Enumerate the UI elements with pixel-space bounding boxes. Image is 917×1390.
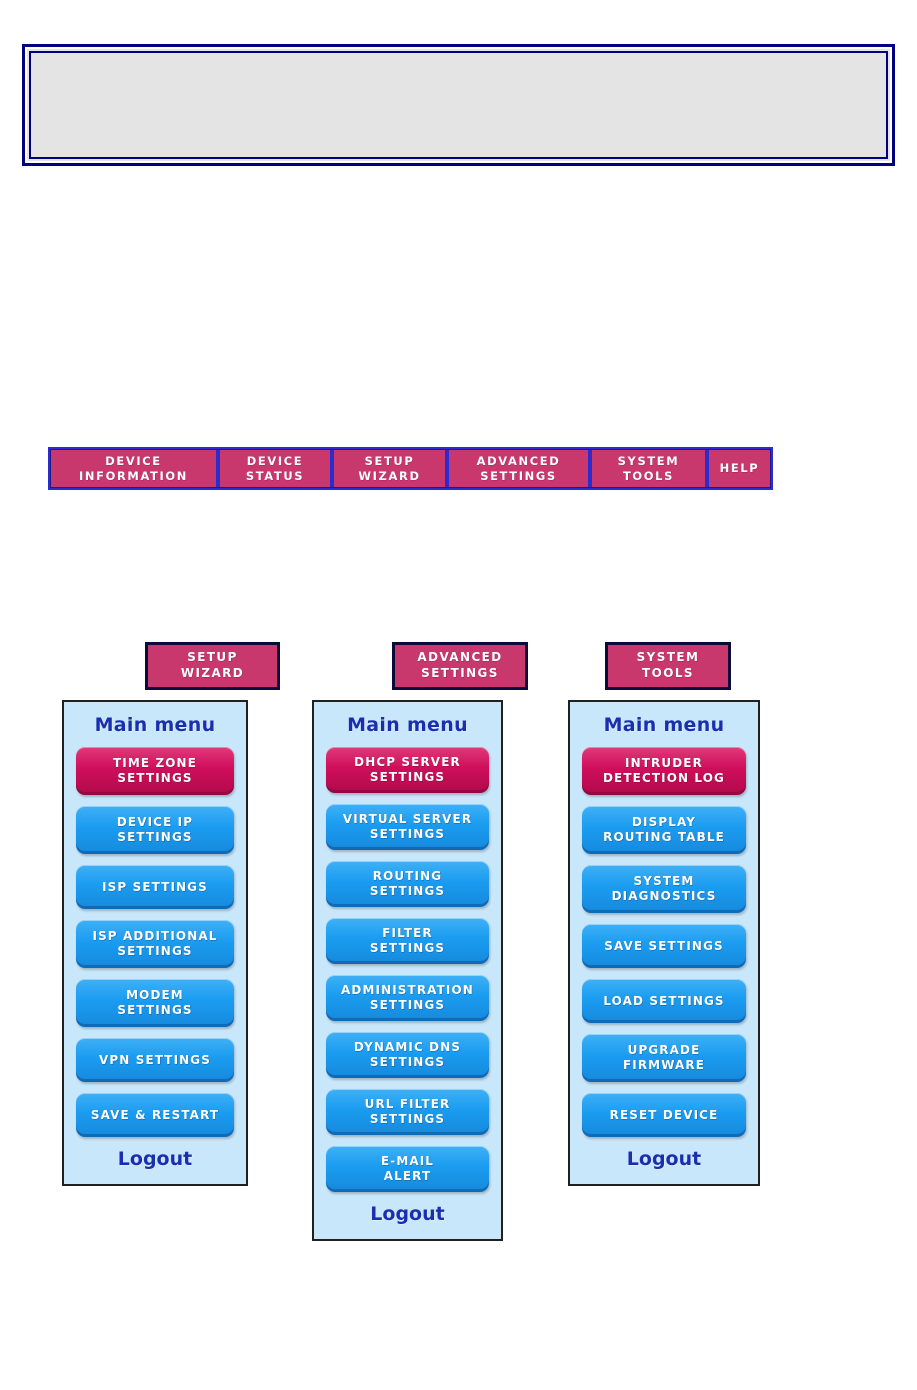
menu-button-dynamic-dns-settings[interactable]: DYNAMIC DNS SETTINGS xyxy=(326,1032,489,1079)
menu-button-intruder-detection-log[interactable]: INTRUDER DETECTION LOG xyxy=(582,747,746,796)
menu-button-save-and-restart[interactable]: SAVE & RESTART xyxy=(76,1093,234,1138)
nav-tab-advanced-settings[interactable]: ADVANCED SETTINGS xyxy=(447,450,590,487)
menu-button-save-settings[interactable]: SAVE SETTINGS xyxy=(582,924,746,969)
panel-title-advanced-settings: Main menu xyxy=(347,714,468,737)
column-badge-system-tools[interactable]: SYSTEM TOOLS xyxy=(605,642,731,691)
column-badge-setup-wizard[interactable]: SETUP WIZARD xyxy=(145,642,280,691)
menu-button-system-diagnostics[interactable]: SYSTEM DIAGNOSTICS xyxy=(582,865,746,914)
menu-button-reset-device[interactable]: RESET DEVICE xyxy=(582,1093,746,1138)
top-banner xyxy=(22,44,895,166)
menu-button-isp-additional-settings[interactable]: ISP ADDITIONAL SETTINGS xyxy=(76,920,234,969)
nav-tab-setup-wizard[interactable]: SETUP WIZARD xyxy=(332,450,447,487)
logout-link-system-tools[interactable]: Logout xyxy=(626,1148,702,1171)
nav-tab-device-information[interactable]: DEVICE INFORMATION xyxy=(51,450,218,487)
menu-button-isp-settings[interactable]: ISP SETTINGS xyxy=(76,865,234,910)
nav-tab-help[interactable]: HELP xyxy=(707,450,770,487)
menu-button-virtual-server-settings[interactable]: VIRTUAL SERVER SETTINGS xyxy=(326,804,489,851)
menu-button-routing-settings[interactable]: ROUTING SETTINGS xyxy=(326,861,489,908)
menu-button-load-settings[interactable]: LOAD SETTINGS xyxy=(582,979,746,1024)
column-badge-advanced-settings[interactable]: ADVANCED SETTINGS xyxy=(392,642,528,691)
panel-title-setup-wizard: Main menu xyxy=(94,714,216,737)
menu-button-dhcp-server-settings[interactable]: DHCP SERVER SETTINGS xyxy=(326,747,489,794)
menu-button-e-mail-alert[interactable]: E-MAIL ALERT xyxy=(326,1146,489,1193)
menu-button-modem-settings[interactable]: MODEM SETTINGS xyxy=(76,979,234,1028)
menu-button-display-routing-table[interactable]: DISPLAY ROUTING TABLE xyxy=(582,806,746,855)
menu-button-vpn-settings[interactable]: VPN SETTINGS xyxy=(76,1038,234,1083)
menu-button-filter-settings[interactable]: FILTER SETTINGS xyxy=(326,918,489,965)
menu-button-administration-settings[interactable]: ADMINISTRATION SETTINGS xyxy=(326,975,489,1022)
panel-title-system-tools: Main menu xyxy=(603,714,725,737)
nav-tab-system-tools[interactable]: SYSTEM TOOLS xyxy=(590,450,707,487)
menu-button-upgrade-firmware[interactable]: UPGRADE FIRMWARE xyxy=(582,1034,746,1083)
top-banner-inner-border xyxy=(29,51,888,159)
menu-button-device-ip-settings[interactable]: DEVICE IP SETTINGS xyxy=(76,806,234,855)
logout-link-setup-wizard[interactable]: Logout xyxy=(117,1148,193,1171)
logout-link-advanced-settings[interactable]: Logout xyxy=(370,1203,445,1226)
nav-tab-device-status[interactable]: DEVICE STATUS xyxy=(218,450,332,487)
menu-button-time-zone-settings[interactable]: TIME ZONE SETTINGS xyxy=(76,747,234,796)
menu-button-url-filter-settings[interactable]: URL FILTER SETTINGS xyxy=(326,1089,489,1136)
